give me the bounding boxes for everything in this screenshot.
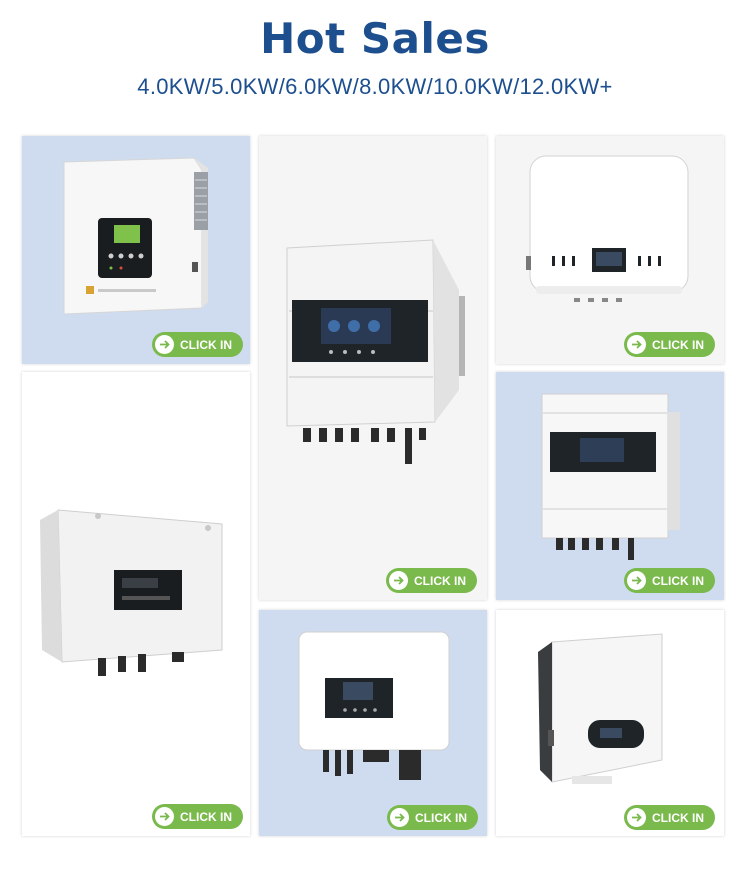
click-in-label: CLICK IN <box>180 809 232 824</box>
click-in-label: CLICK IN <box>415 810 467 825</box>
product-image-landscape-inverter <box>40 509 223 676</box>
product-image-inverter-connectors <box>298 631 450 780</box>
click-in-label: CLICK IN <box>414 573 466 588</box>
product-card-1[interactable]: CLICK IN <box>22 136 250 364</box>
product-image-compact-inverter <box>526 155 689 302</box>
product-card-5[interactable]: CLICK IN <box>496 372 724 600</box>
arrow-right-icon <box>627 571 646 590</box>
click-in-label: CLICK IN <box>652 573 704 588</box>
arrow-right-icon <box>390 808 409 827</box>
product-card-6[interactable]: CLICK IN <box>259 610 487 836</box>
arrow-right-icon <box>155 807 174 826</box>
product-image-inverter-lcd <box>63 157 208 315</box>
arrow-right-icon <box>627 335 646 354</box>
product-card-2[interactable]: CLICK IN <box>259 136 487 600</box>
click-in-button-1[interactable]: CLICK IN <box>152 332 243 357</box>
product-image-angled-inverter <box>538 633 663 784</box>
product-card-7[interactable]: CLICK IN <box>496 610 724 836</box>
click-in-button-2[interactable]: CLICK IN <box>386 568 477 593</box>
click-in-button-5[interactable]: CLICK IN <box>624 568 715 593</box>
arrow-right-icon <box>389 571 408 590</box>
page-title: Hot Sales <box>260 14 490 63</box>
product-image-hybrid-inverter-large <box>286 239 465 464</box>
click-in-button-4[interactable]: CLICK IN <box>152 804 243 829</box>
click-in-button-6[interactable]: CLICK IN <box>387 805 478 830</box>
arrow-right-icon <box>155 335 174 354</box>
page-subtitle: 4.0KW/5.0KW/6.0KW/8.0KW/10.0KW/12.0KW+ <box>137 74 613 99</box>
click-in-label: CLICK IN <box>180 337 232 352</box>
click-in-label: CLICK IN <box>652 810 704 825</box>
product-image-tall-hybrid-inverter <box>541 393 680 560</box>
click-in-label: CLICK IN <box>652 337 704 352</box>
click-in-button-7[interactable]: CLICK IN <box>624 805 715 830</box>
product-card-3[interactable]: CLICK IN <box>496 136 724 364</box>
product-card-4[interactable]: CLICK IN <box>22 372 250 836</box>
click-in-button-3[interactable]: CLICK IN <box>624 332 715 357</box>
arrow-right-icon <box>627 808 646 827</box>
